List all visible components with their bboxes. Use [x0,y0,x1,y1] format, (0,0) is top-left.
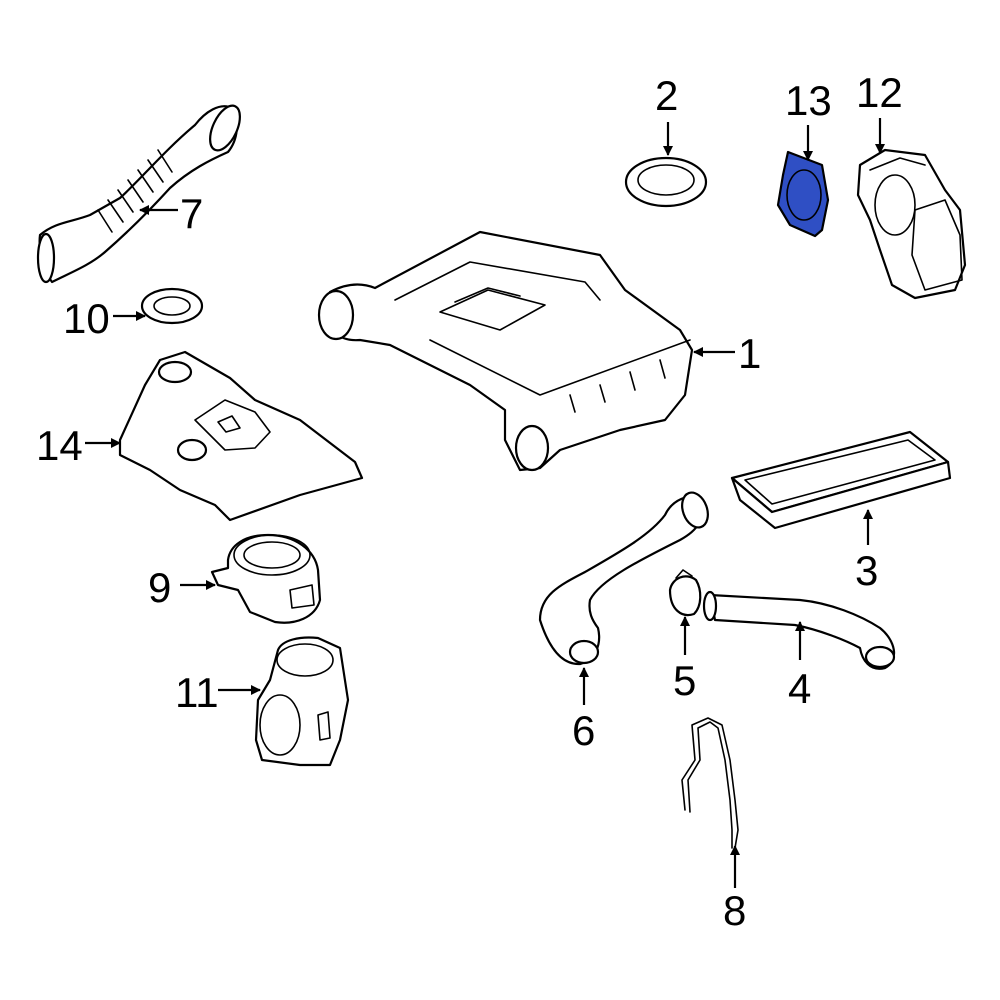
callout-12: 12 [856,69,903,116]
leaders [85,118,885,888]
callout-9: 9 [148,564,171,611]
part-8-wire-harness[interactable] [681,717,739,849]
part-1-air-filter-housing[interactable] [317,230,694,472]
part-13-gasket[interactable] [776,150,830,238]
part-10-seal-ring[interactable] [140,287,204,325]
part-14-engine-cover[interactable] [118,350,364,522]
part-7-intake-duct[interactable] [36,101,246,284]
part-9-air-mass-sensor[interactable] [210,533,322,624]
part-3-air-filter-element[interactable] [730,430,952,530]
callout-13: 13 [785,77,832,124]
callout-1: 1 [738,330,761,377]
callout-14: 14 [36,422,83,469]
part-6-hose[interactable] [538,489,712,666]
callout-4: 4 [788,665,811,712]
callout-8: 8 [723,887,746,934]
callout-6: 6 [572,707,595,754]
part-2-grommet[interactable] [624,156,708,208]
callout-labels: 1 2 3 4 5 6 7 8 9 10 11 12 13 14 [36,69,903,934]
part-11-intake-housing[interactable] [254,636,350,767]
part-4-hose[interactable] [702,590,896,670]
callout-10: 10 [63,295,110,342]
callout-5: 5 [673,657,696,704]
callout-3: 3 [855,547,878,594]
callout-11: 11 [175,669,219,716]
callout-2: 2 [655,72,678,119]
part-12-throttle-body[interactable] [856,148,967,300]
part-5-clamp[interactable] [668,569,702,617]
callout-7: 7 [180,190,203,237]
